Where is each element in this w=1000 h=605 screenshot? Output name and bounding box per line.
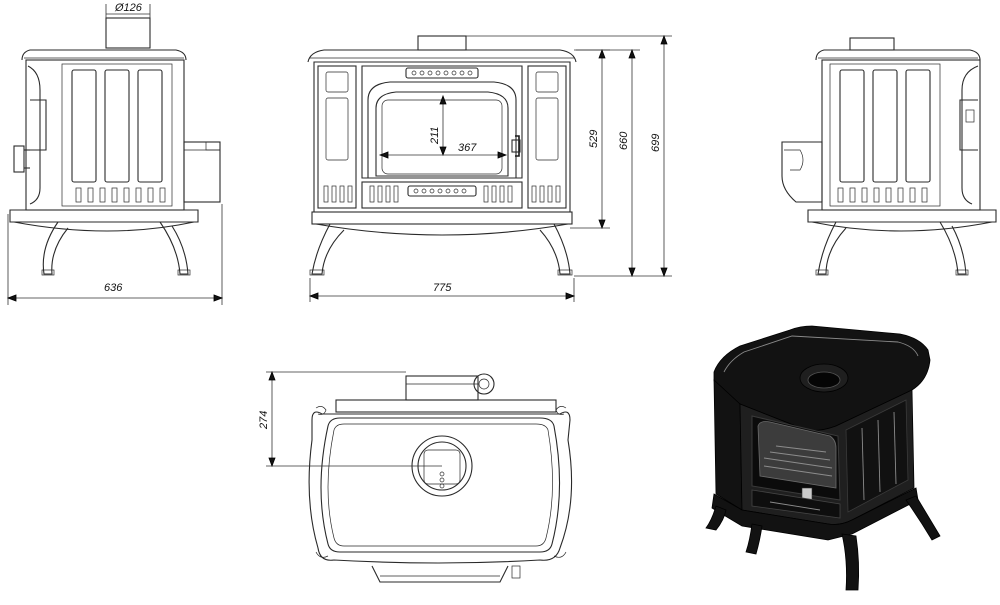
height-699-label: 699 (650, 134, 662, 152)
stove-render (705, 325, 941, 591)
flue-diameter-label: Ø126 (114, 2, 143, 14)
top-view: 274 (258, 370, 573, 583)
height-529-label: 529 (588, 130, 600, 148)
side-depth-label: 636 (104, 282, 123, 294)
window-width-label: 367 (458, 142, 477, 154)
height-660-label: 660 (618, 131, 630, 150)
top-flue-offset-label: 274 (258, 411, 270, 430)
front-width-label: 775 (433, 282, 452, 294)
window-height-label: 211 (429, 126, 441, 145)
front-view: 211 367 775 529 660 699 (307, 34, 672, 302)
right-side-view (781, 37, 997, 276)
left-side-view: 636 Ø126 (6, 2, 224, 305)
